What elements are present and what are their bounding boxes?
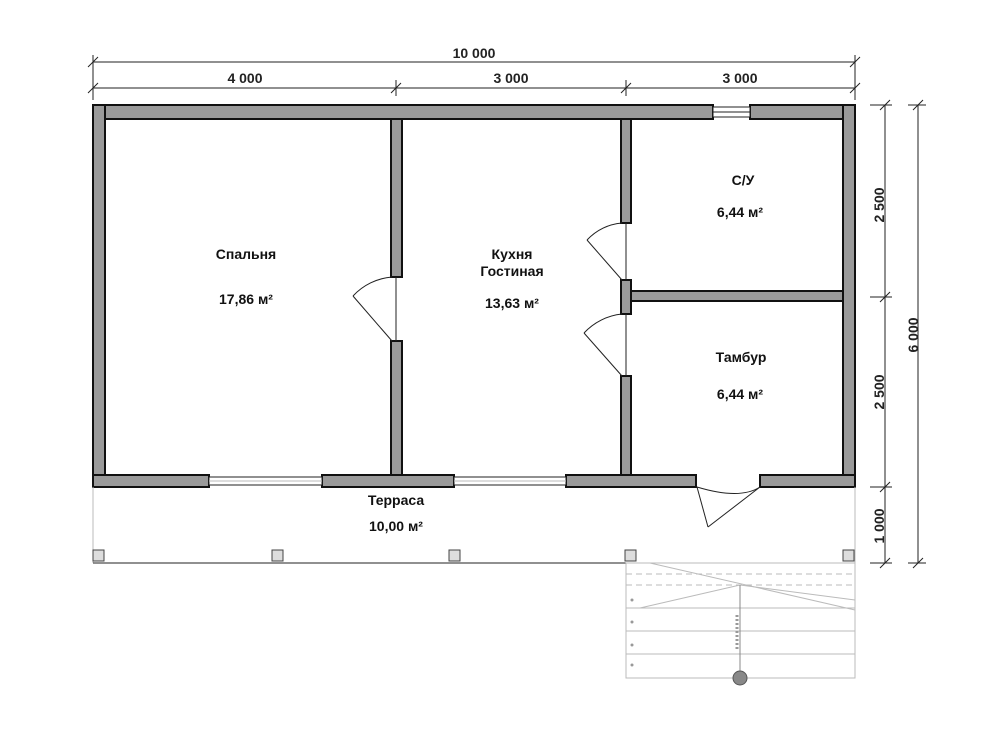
bedroom-name: Спальня bbox=[216, 246, 276, 262]
terrace-outline bbox=[92, 487, 856, 564]
dim-total-depth: 6 000 bbox=[905, 317, 921, 352]
terrace-post bbox=[842, 549, 855, 562]
terrace-post bbox=[271, 549, 284, 562]
right-dimensions: 2 500 2 500 1 000 6 000 bbox=[870, 99, 926, 569]
dim-right-terrace: 1 000 bbox=[871, 508, 887, 543]
dim-segment-1: 4 000 bbox=[227, 70, 262, 86]
doors bbox=[352, 222, 761, 528]
terrace-area: 10,00 м² bbox=[369, 518, 423, 534]
walls bbox=[92, 104, 856, 488]
dim-segment-2: 3 000 bbox=[493, 70, 528, 86]
bathroom-area: 6,44 м² bbox=[717, 204, 763, 220]
terrace-name: Терраса bbox=[368, 492, 424, 508]
vestibule-area: 6,44 м² bbox=[717, 386, 763, 402]
kitchen-area: 13,63 м² bbox=[485, 295, 539, 311]
stairs-marker-icon bbox=[732, 670, 748, 686]
bathroom-name: С/У bbox=[732, 172, 755, 188]
terrace-post bbox=[624, 549, 637, 562]
dim-right-upper: 2 500 bbox=[871, 187, 887, 222]
stairs bbox=[625, 562, 856, 686]
bottom-openings bbox=[208, 476, 567, 486]
dim-right-lower: 2 500 bbox=[871, 374, 887, 409]
terrace-post bbox=[448, 549, 461, 562]
terrace-post bbox=[92, 549, 105, 562]
dim-segment-3: 3 000 bbox=[722, 70, 757, 86]
vestibule-name: Тамбур bbox=[716, 349, 767, 365]
bedroom-area: 17,86 м² bbox=[219, 291, 273, 307]
top-window bbox=[712, 106, 751, 118]
kitchen-name-line1: Кухня bbox=[492, 246, 533, 262]
dim-total-width: 10 000 bbox=[453, 45, 496, 61]
kitchen-name-line2: Гостиная bbox=[480, 263, 543, 279]
top-dimensions: 10 000 4 000 3 000 3 000 bbox=[87, 45, 861, 100]
room-labels: Спальня 17,86 м² Кухня Гостиная 13,63 м²… bbox=[216, 172, 767, 534]
